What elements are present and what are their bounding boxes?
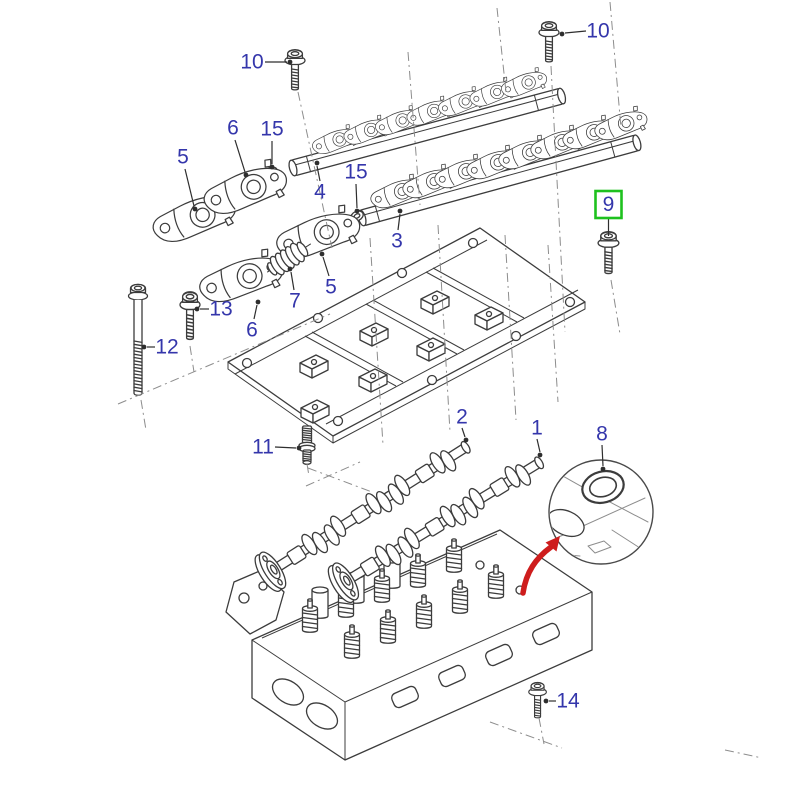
camshaft-1 <box>327 456 545 604</box>
highlight-box-9 <box>594 189 623 220</box>
callout-3[interactable]: 3 <box>391 230 403 253</box>
rocker-shaft-4 <box>288 65 567 177</box>
callout-13[interactable]: 13 <box>209 298 232 321</box>
callout-1[interactable]: 1 <box>531 417 543 440</box>
callout-15-mid[interactable]: 15 <box>344 161 367 184</box>
intake-ports <box>391 622 560 709</box>
leader-lines <box>141 30 610 704</box>
callout-10-left[interactable]: 10 <box>240 51 263 74</box>
camshaft-seal <box>581 469 625 505</box>
callout-15-upper[interactable]: 15 <box>260 118 283 141</box>
callout-14[interactable]: 14 <box>556 690 580 713</box>
coil-spring-7 <box>266 241 312 276</box>
centerlines <box>117 1 763 759</box>
callout-11[interactable]: 11 <box>252 436 274 459</box>
callout-12[interactable]: 12 <box>155 336 178 359</box>
cam-carrier-plate <box>227 227 586 444</box>
callout-2[interactable]: 2 <box>456 406 468 429</box>
callout-8[interactable]: 8 <box>596 423 608 446</box>
callout-10-right[interactable]: 10 <box>586 20 609 43</box>
callout-5-upper[interactable]: 5 <box>177 146 189 169</box>
combustion-chambers <box>271 678 339 730</box>
camshaft-2 <box>254 440 471 592</box>
callout-7[interactable]: 7 <box>289 290 301 313</box>
callouts: 10 10 6 15 5 15 4 3 9 5 7 13 6 12 11 2 1… <box>155 20 623 713</box>
seal-detail-view <box>548 459 654 565</box>
seal-location-arrow <box>520 536 560 596</box>
callout-9-highlighted[interactable]: 9 <box>603 193 615 216</box>
stud-11 <box>298 425 316 465</box>
callout-6-lower[interactable]: 6 <box>246 319 258 342</box>
callout-6-upper[interactable]: 6 <box>227 117 239 140</box>
callout-5-lower[interactable]: 5 <box>325 276 337 299</box>
callout-4[interactable]: 4 <box>314 181 326 204</box>
